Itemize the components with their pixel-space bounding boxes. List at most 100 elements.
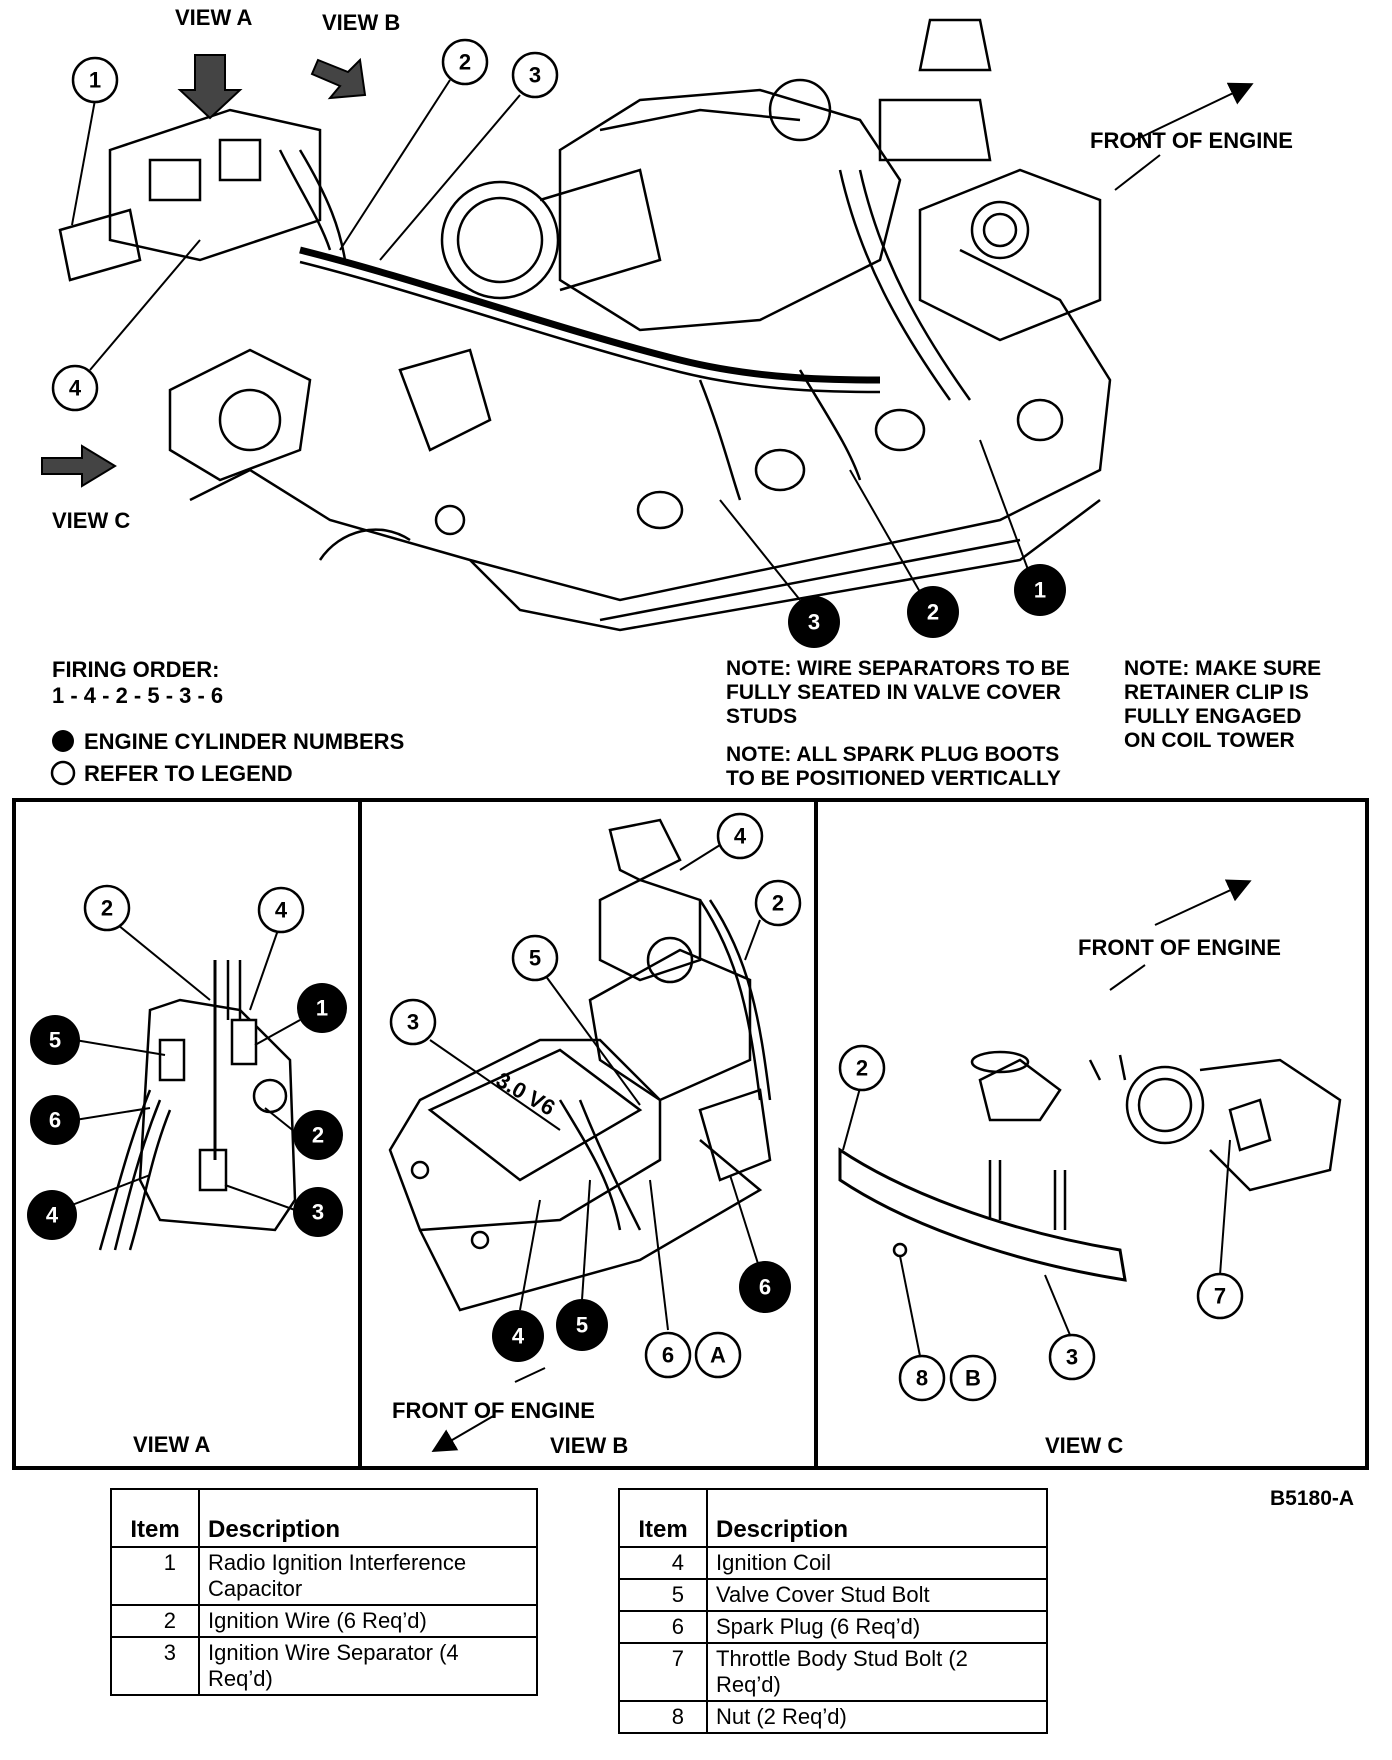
note-spark-plug-boots: NOTE: ALL SPARK PLUG BOOTS TO BE POSITIO… — [726, 743, 1061, 790]
table-row: 4 Ignition Coil — [618, 1546, 1048, 1580]
legend-item-number: 6 — [618, 1610, 708, 1644]
svg-text:1: 1 — [1034, 578, 1046, 603]
firing-order-label: FIRING ORDER: — [52, 657, 219, 682]
callout-view-b-open-5: 5 — [511, 934, 641, 1106]
callout-main-open-1: 1 — [71, 56, 119, 226]
svg-text:4: 4 — [275, 898, 288, 923]
svg-text:3: 3 — [529, 63, 541, 88]
note-wire-separators: NOTE: WIRE SEPARATORS TO BE FULLY SEATED… — [726, 657, 1070, 728]
callout-main-filled-3: 3 — [719, 499, 840, 648]
callout-view-b-open-2: 2 — [744, 879, 802, 961]
svg-text:5: 5 — [49, 1028, 61, 1053]
view-panels-frame — [12, 798, 1369, 1470]
view-b-arrow — [310, 57, 367, 100]
legend-item-number: 4 — [618, 1546, 708, 1580]
svg-text:A: A — [710, 1343, 726, 1368]
callout-view-a-filled-2: 2 — [264, 1107, 343, 1160]
svg-text:6: 6 — [49, 1108, 61, 1133]
legend-item-description: Ignition Wire (6 Req’d) — [198, 1604, 538, 1638]
table-row: 5 Valve Cover Stud Bolt — [618, 1578, 1048, 1612]
note-retainer-clip: NOTE: MAKE SURE RETAINER CLIP IS FULLY E… — [1124, 657, 1322, 752]
table-row: 2 Ignition Wire (6 Req’d) — [110, 1604, 538, 1638]
open-circle-key-icon — [50, 760, 76, 786]
legend-item-number: 7 — [618, 1642, 708, 1702]
callout-main-filled-1: 1 — [979, 439, 1066, 616]
svg-text:4: 4 — [512, 1324, 525, 1349]
svg-text:2: 2 — [101, 896, 113, 921]
svg-text:3: 3 — [1066, 1345, 1078, 1370]
legend-item-description: Ignition Wire Separator (4 Req’d) — [198, 1636, 538, 1696]
legend-item-header: Item — [618, 1488, 708, 1548]
svg-text:B: B — [965, 1366, 981, 1391]
callout-main-filled-2: 2 — [849, 469, 959, 638]
callout-main-open-3: 3 — [379, 51, 559, 261]
legend-item-number: 5 — [618, 1578, 708, 1612]
callout-view-a-filled-5: 5 — [30, 1015, 166, 1065]
callout-view-a-open-4: 4 — [249, 886, 305, 1011]
figure-reference: B5180-A — [1270, 1487, 1355, 1510]
svg-text:7: 7 — [1214, 1284, 1226, 1309]
svg-text:6: 6 — [662, 1343, 674, 1368]
callout-view-b-open-a: A — [694, 1331, 742, 1379]
legend-description-header: Description — [706, 1488, 1048, 1548]
callout-view-b-filled-4: 4 — [492, 1199, 544, 1362]
callout-view-a-filled-3: 3 — [224, 1184, 343, 1237]
view-b-illustration — [388, 818, 772, 1312]
firing-order-sequence: 1 - 4 - 2 - 5 - 3 - 6 — [52, 683, 223, 708]
table-row: 1 Radio Ignition Interference Capacitor — [110, 1546, 538, 1606]
svg-text:3: 3 — [407, 1010, 419, 1035]
view-b-label: VIEW B — [322, 10, 400, 35]
callout-view-c-open-b: B — [949, 1354, 997, 1402]
view-c-panel-label: VIEW C — [1045, 1433, 1123, 1458]
legend-item-description: Spark Plug (6 Req’d) — [706, 1610, 1048, 1644]
svg-text:5: 5 — [576, 1313, 588, 1338]
symbol-key-open-label: REFER TO LEGEND — [84, 761, 293, 786]
view-b-front-of-engine: FRONT OF ENGINE — [392, 1398, 595, 1423]
callout-view-a-open-2: 2 — [83, 884, 211, 1001]
view-a-label: VIEW A — [175, 5, 253, 30]
svg-text:2: 2 — [459, 50, 471, 75]
svg-text:4: 4 — [46, 1203, 59, 1228]
svg-text:2: 2 — [856, 1056, 868, 1081]
legend-item-description: Nut (2 Req’d) — [706, 1700, 1048, 1734]
legend-item-number: 1 — [110, 1546, 200, 1606]
table-row: 3 Ignition Wire Separator (4 Req’d) — [110, 1636, 538, 1696]
svg-text:3: 3 — [808, 610, 820, 635]
svg-text:2: 2 — [312, 1123, 324, 1148]
view-b-front-arrow — [431, 1367, 546, 1453]
filled-circle-key-icon — [52, 730, 74, 752]
table-row: 8 Nut (2 Req’d) — [618, 1700, 1048, 1734]
svg-text:4: 4 — [734, 824, 747, 849]
svg-text:3: 3 — [312, 1200, 324, 1225]
legend-item-number: 2 — [110, 1604, 200, 1638]
view-a-illustration — [98, 960, 297, 1251]
legend-table-left: Item Description 1 Radio Ignition Interf… — [110, 1488, 538, 1696]
front-of-engine-label: FRONT OF ENGINE — [1090, 128, 1293, 153]
legend-table-right: Item Description 4 Ignition Coil 5 Valve… — [618, 1488, 1048, 1734]
view-c-label: VIEW C — [52, 508, 130, 533]
view-a-arrow — [177, 54, 243, 120]
callout-main-open-2: 2 — [339, 38, 489, 251]
callout-view-b-filled-5: 5 — [556, 1179, 608, 1351]
callout-view-a-filled-4: 4 — [27, 1174, 151, 1240]
table-row: 6 Spark Plug (6 Req’d) — [618, 1610, 1048, 1644]
legend-item-header: Item — [110, 1488, 200, 1548]
legend-item-description: Ignition Coil — [706, 1546, 1048, 1580]
symbol-key-filled-label: ENGINE CYLINDER NUMBERS — [84, 729, 404, 754]
svg-text:1: 1 — [316, 996, 328, 1021]
view-c-illustration — [838, 1050, 1342, 1282]
callout-view-b-open-4: 4 — [679, 812, 764, 871]
callout-view-c-open-7: 7 — [1196, 1139, 1244, 1320]
callout-view-b-open-3: 3 — [389, 998, 561, 1131]
front-of-engine-arrow — [1114, 82, 1254, 191]
callout-view-a-filled-6: 6 — [30, 1095, 151, 1145]
table-row: 7 Throttle Body Stud Bolt (2 Req’d) — [618, 1642, 1048, 1702]
legend-description-header: Description — [198, 1488, 538, 1548]
legend-item-number: 8 — [618, 1700, 708, 1734]
callout-view-c-open-3: 3 — [1044, 1274, 1096, 1381]
view-b-panel-label: VIEW B — [550, 1433, 628, 1458]
view-c-front-arrow — [1109, 879, 1252, 991]
legend-item-description: Radio Ignition Interference Capacitor — [198, 1546, 538, 1606]
callout-main-open-4: 4 — [51, 239, 201, 412]
